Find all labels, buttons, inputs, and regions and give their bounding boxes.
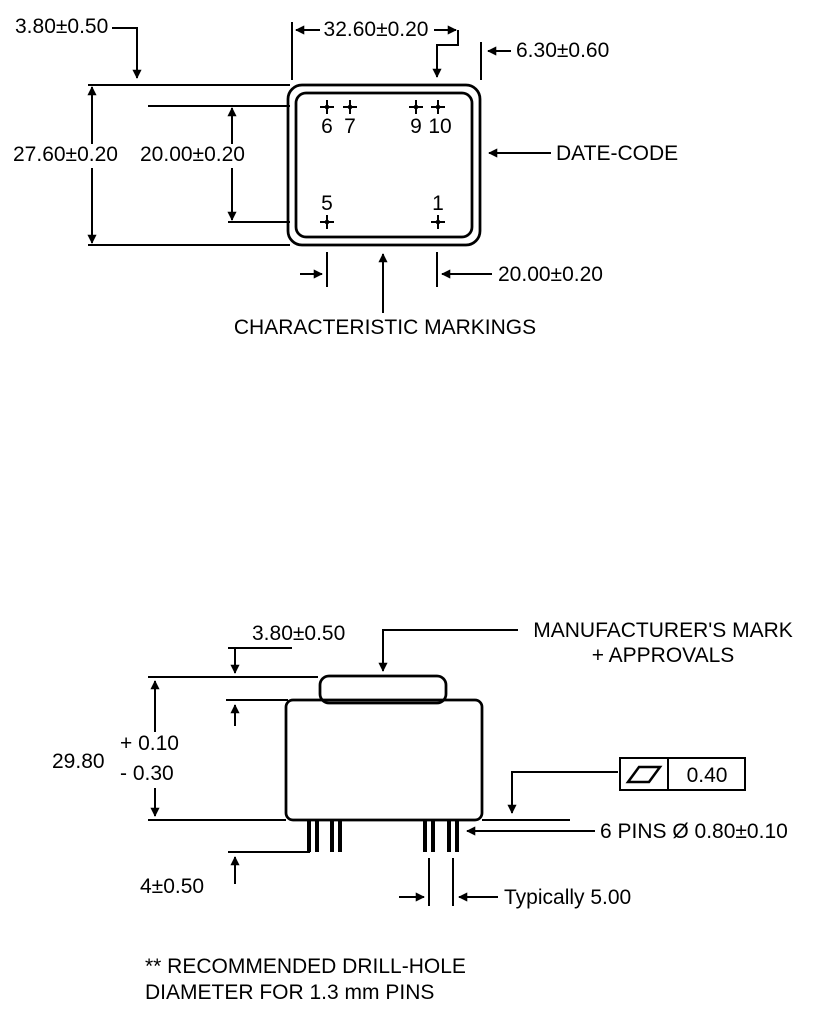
- pin-lead-bar: [338, 820, 342, 852]
- dim-text: 3.80±0.50: [15, 15, 108, 38]
- manufacturers-mark-line1: MANUFACTURER'S MARK: [533, 619, 793, 642]
- package-inner-outline: [294, 91, 474, 239]
- pin-center-dot: [413, 104, 419, 110]
- jog-arrow-to-pin-column: [432, 30, 459, 78]
- pin-label-10: 10: [428, 115, 451, 138]
- pin-marker-7: [343, 100, 357, 114]
- pin-lead-bar: [423, 820, 427, 852]
- dim-text: 20.00±0.20: [140, 143, 245, 166]
- characteristic-markings-callout: CHARACTERISTIC MARKINGS: [234, 253, 536, 339]
- pin-lead-bar: [455, 820, 459, 852]
- pin-center-dot: [324, 104, 330, 110]
- dim-lid-height: 3.80±0.50: [230, 622, 345, 726]
- side-view: 3.80±0.50 29.80 + 0.10 - 0.30 MANUFACTUR…: [52, 619, 793, 909]
- dim-package-height: 27.60±0.20: [13, 86, 118, 244]
- pin-marker-10: [431, 100, 445, 114]
- leader-arrow-down: [112, 27, 142, 79]
- dim-package-width: 32.60±0.20: [295, 18, 459, 78]
- leader-arrow-down: [378, 629, 518, 672]
- pin-marker-5: [320, 215, 334, 229]
- pin-marker-9: [409, 100, 423, 114]
- control-frame-box: [619, 757, 746, 791]
- pin-center-dot: [435, 219, 441, 225]
- dim-text: 20.00±0.20: [498, 263, 603, 286]
- pin-center-dot: [347, 104, 353, 110]
- pin-marker-1: [431, 215, 445, 229]
- pin-diameter-note: 6 PINS Ø 0.80±0.10: [466, 820, 788, 843]
- pin-label-6: 6: [321, 115, 333, 138]
- pin-label-9: 9: [410, 115, 422, 138]
- dim-pin-to-edge-right: 6.30±0.60: [487, 39, 609, 62]
- package-body-outline: [284, 698, 484, 822]
- pin-center-dot: [324, 219, 330, 225]
- package-outer-outline: [286, 83, 482, 247]
- pin-center-dot: [435, 104, 441, 110]
- dim-tolerance-minus: - 0.30: [120, 762, 174, 785]
- characteristic-markings-label: CHARACTERISTIC MARKINGS: [234, 316, 536, 339]
- date-code-callout: DATE-CODE: [488, 142, 678, 165]
- dim-pin-col-pitch: 20.00±0.20: [300, 263, 603, 286]
- dim-text: 4±0.50: [140, 875, 204, 898]
- dim-text: 6.30±0.60: [516, 39, 609, 62]
- pin-lead-bar: [330, 820, 334, 852]
- dim-pin-pitch: Typically 5.00: [399, 886, 631, 909]
- pin-lead-bar: [431, 820, 435, 852]
- footnote-line1: ** RECOMMENDED DRILL-HOLE: [145, 955, 466, 978]
- flatness-symbol-icon: [625, 765, 663, 784]
- dim-text: Typically 5.00: [504, 886, 631, 909]
- manufacturers-mark-line2: + APPROVALS: [592, 644, 735, 667]
- footnote: ** RECOMMENDED DRILL-HOLE DIAMETER FOR 1…: [145, 955, 466, 1004]
- dim-pin-length: 4±0.50: [140, 856, 240, 898]
- flatness-control-frame: 0.40: [507, 757, 746, 814]
- pin-label-1: 1: [432, 192, 444, 215]
- top-view: 6 7 9 10 5 1 3.80±0.50 32.60±0.20 6.30±0…: [13, 15, 678, 339]
- footnote-line2: DIAMETER FOR 1.3 mm PINS: [145, 981, 434, 1004]
- dim-text: 32.60±0.20: [324, 18, 429, 41]
- dim-pin-row-pitch: 20.00±0.20: [140, 107, 245, 221]
- date-code-label: DATE-CODE: [556, 142, 678, 165]
- pin-lead-bar: [307, 820, 311, 852]
- pin-note-text: 6 PINS Ø 0.80±0.10: [600, 820, 788, 843]
- dim-total-height: 29.80 + 0.10 - 0.30: [52, 680, 179, 817]
- pin-label-7: 7: [344, 115, 356, 138]
- manufacturers-mark-callout: MANUFACTURER'S MARK + APPROVALS: [378, 619, 793, 672]
- dim-edge-offset-top: 3.80±0.50: [15, 15, 142, 79]
- pin-lead-bar: [447, 820, 451, 852]
- flatness-value: 0.40: [687, 764, 728, 787]
- pin-label-5: 5: [321, 192, 333, 215]
- dim-text: 29.80: [52, 750, 105, 773]
- pin-lead-bar: [315, 820, 319, 852]
- leader-arrow-to-seating-plane: [507, 771, 618, 814]
- package-lid-outline: [318, 674, 448, 705]
- dim-tolerance-plus: + 0.10: [120, 732, 179, 755]
- dim-text: 27.60±0.20: [13, 143, 118, 166]
- pin-leads: [307, 820, 459, 852]
- pin-marker-6: [320, 100, 334, 114]
- dim-text: 3.80±0.50: [252, 622, 345, 645]
